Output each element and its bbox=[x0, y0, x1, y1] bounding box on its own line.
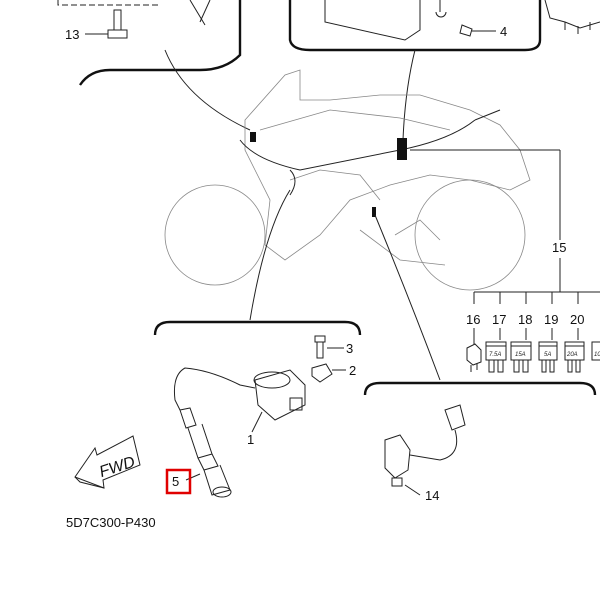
diagram-code: 5D7C300-P430 bbox=[66, 515, 156, 530]
fuse-17[interactable]: 7.5A bbox=[485, 341, 507, 373]
svg-text:20A: 20A bbox=[566, 352, 578, 358]
leader-line bbox=[164, 49, 251, 131]
svg-text:15A: 15A bbox=[515, 352, 526, 358]
svg-text:FWD: FWD bbox=[97, 454, 137, 482]
callout-19[interactable]: 19 bbox=[544, 312, 558, 327]
relay-16[interactable] bbox=[466, 343, 482, 372]
callout-16[interactable]: 16 bbox=[466, 312, 480, 327]
bracket-sensor-group bbox=[363, 381, 597, 396]
leader-line bbox=[402, 49, 416, 141]
callout-15[interactable]: 15 bbox=[552, 240, 566, 255]
ignition-coil-1[interactable] bbox=[174, 367, 306, 433]
top-right-part bbox=[544, 0, 600, 29]
connector bbox=[250, 132, 256, 142]
sensor-14-part[interactable] bbox=[384, 404, 466, 496]
callout-13[interactable]: 13 bbox=[65, 27, 79, 42]
fwd-arrow-icon: FWD bbox=[74, 435, 141, 489]
callout-5[interactable]: 5 bbox=[172, 474, 179, 489]
callout-20[interactable]: 20 bbox=[570, 312, 584, 327]
fuse-21-partial[interactable]: 10 bbox=[591, 341, 600, 361]
svg-text:7.5A: 7.5A bbox=[489, 352, 501, 358]
fuse-leaders bbox=[473, 328, 579, 345]
callout-1[interactable]: 1 bbox=[247, 432, 254, 447]
connector-pins bbox=[564, 22, 591, 34]
top-box-part bbox=[324, 0, 421, 41]
fuse-19[interactable]: 5A bbox=[538, 341, 558, 373]
screw-4-part[interactable] bbox=[459, 24, 496, 37]
callout-18[interactable]: 18 bbox=[518, 312, 532, 327]
connector bbox=[372, 207, 376, 217]
wire-harness bbox=[239, 119, 476, 171]
callout-2[interactable]: 2 bbox=[349, 363, 356, 378]
nut-2-part[interactable] bbox=[311, 363, 346, 383]
top-box-edge bbox=[57, 0, 160, 6]
wire bbox=[289, 169, 296, 196]
leader-line bbox=[249, 189, 291, 321]
leader-line bbox=[374, 214, 441, 381]
fuse-tree-lines bbox=[473, 258, 600, 304]
part-fragment bbox=[189, 0, 211, 26]
spark-plug-cap-5[interactable] bbox=[179, 407, 232, 498]
bolt-13-part[interactable] bbox=[85, 9, 128, 39]
connector bbox=[397, 138, 407, 160]
bracket-coil-group bbox=[153, 320, 362, 336]
terminal-part bbox=[435, 0, 447, 18]
motorcycle-outline bbox=[164, 69, 531, 291]
callout-4[interactable]: 4 bbox=[500, 24, 507, 39]
svg-text:5A: 5A bbox=[544, 352, 551, 358]
svg-text:10: 10 bbox=[594, 352, 600, 358]
bolt-3-part[interactable] bbox=[314, 335, 344, 359]
callout-3[interactable]: 3 bbox=[346, 341, 353, 356]
callout-17[interactable]: 17 bbox=[492, 312, 506, 327]
selected-callout-highlight bbox=[165, 468, 192, 495]
fuse-18[interactable]: 15A bbox=[510, 341, 532, 373]
bracket-top-center bbox=[288, 0, 542, 52]
bracket-top-left bbox=[79, 0, 242, 86]
wire-harness bbox=[474, 109, 501, 121]
fuse-20[interactable]: 20A bbox=[564, 341, 585, 373]
callout-14[interactable]: 14 bbox=[425, 488, 439, 503]
